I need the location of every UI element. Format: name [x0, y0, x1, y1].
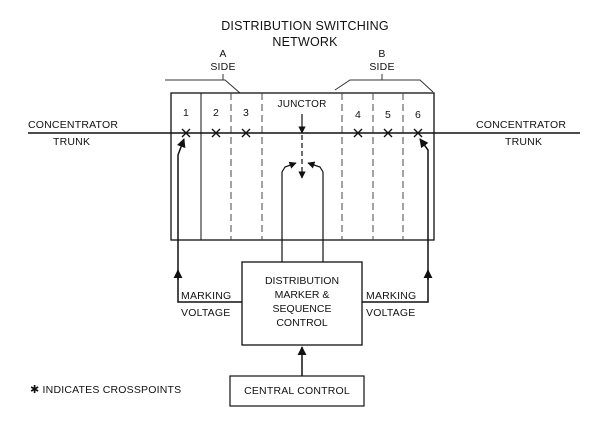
column-label-3: 3 — [242, 107, 250, 119]
central-control-label: CENTRAL CONTROL — [244, 385, 350, 397]
a-side-bracket — [165, 79, 241, 94]
right-marking-label-line1: MARKING — [366, 290, 417, 302]
network-box — [170, 92, 435, 241]
marker-text-line3: SEQUENCE — [272, 303, 332, 315]
marker-text-line2: MARKER & — [274, 289, 330, 301]
distribution-marker-box — [241, 261, 363, 346]
junctor-control-right — [307, 161, 324, 262]
diagram-title-line2: NETWORK — [272, 35, 338, 49]
junctor-control-left — [281, 161, 297, 262]
crosspoint-4 — [353, 128, 363, 138]
a-side-label-line1: A — [219, 48, 227, 60]
central-control-box — [229, 375, 365, 407]
column-label-5: 5 — [384, 109, 392, 121]
legend-text: INDICATES CROSSPOINTS — [42, 384, 182, 396]
legend: ✱ INDICATES CROSSPOINTS — [30, 385, 181, 396]
crosspoint-3 — [241, 128, 251, 138]
right-trunk-label-line2: TRUNK — [505, 136, 543, 148]
column-label-4: 4 — [354, 109, 362, 121]
right-marking-line — [362, 138, 429, 303]
crosspoint-6 — [413, 128, 423, 138]
right-marking-label-line2: VOLTAGE — [366, 307, 416, 319]
distribution-marker-text: DISTRIBUTION MARKER & SEQUENCE CONTROL — [242, 274, 362, 330]
b-side-label-line2: SIDE — [369, 61, 395, 73]
left-trunk-label-line2: TRUNK — [53, 136, 91, 148]
crosspoint-5 — [383, 128, 393, 138]
left-marking-label-line1: MARKING — [181, 290, 232, 302]
marker-text-line4: CONTROL — [276, 317, 328, 329]
crosspoint-1 — [181, 128, 191, 138]
left-trunk-label-line1: CONCENTRATOR — [28, 119, 119, 131]
crosspoint-symbol-icon: ✱ — [30, 384, 40, 396]
crosspoints — [181, 128, 423, 138]
column-label-1: 1 — [182, 107, 190, 119]
junctor-label: JUNCTOR — [277, 99, 327, 110]
diagram-title-line1: DISTRIBUTION SWITCHING — [221, 19, 389, 33]
marker-text-line1: DISTRIBUTION — [264, 275, 340, 287]
right-trunk-label-line1: CONCENTRATOR — [476, 119, 567, 131]
left-marking-line — [176, 138, 242, 303]
column-label-2: 2 — [212, 107, 220, 119]
left-marking-label-line2: VOLTAGE — [181, 307, 231, 319]
b-side-label-line1: B — [378, 48, 386, 60]
a-side-label-line2: SIDE — [210, 61, 236, 73]
b-side-bracket — [334, 79, 434, 93]
column-label-6: 6 — [414, 109, 422, 121]
crosspoint-2 — [211, 128, 221, 138]
